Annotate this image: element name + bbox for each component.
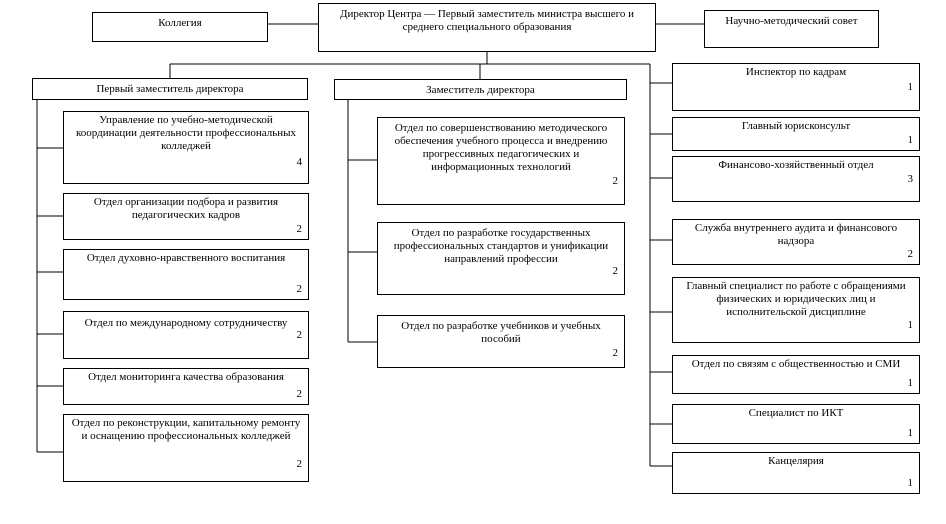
- staff-count: 2: [296, 458, 303, 470]
- unit-name: Канцелярия: [768, 455, 824, 467]
- unit-name: Отдел по международному сотрудничеству: [84, 317, 288, 329]
- unit-name: Финансово-хозяйственный отдел: [718, 159, 874, 171]
- council-label: Научно-методический совет: [725, 15, 858, 27]
- unit-box: Отдел по связям с общественностью и СМИ …: [672, 355, 920, 394]
- staff-count: 2: [612, 347, 619, 359]
- unit-name: Отдел по реконструкции, капитальному рем…: [71, 417, 301, 442]
- staff-count: 2: [612, 175, 619, 187]
- deputy-box: Заместитель директора: [334, 79, 627, 100]
- unit-box: Специалист по ИКТ 1: [672, 404, 920, 444]
- unit-box: Главный юрисконсульт 1: [672, 117, 920, 151]
- unit-name: Управление по учебно-методической коорди…: [76, 114, 296, 152]
- staff-count: 1: [907, 134, 914, 146]
- director-box: Директор Центра — Первый заместитель мин…: [318, 3, 656, 52]
- collegium-box: Коллегия: [92, 12, 268, 42]
- unit-box: Служба внутреннего аудита и финансового …: [672, 219, 920, 265]
- council-box: Научно-методический совет: [704, 10, 879, 48]
- unit-box: Отдел по международному сотрудничеству 2: [63, 311, 309, 359]
- staff-count: 3: [907, 173, 914, 185]
- unit-name: Отдел духовно-нравственного воспитания: [86, 252, 286, 264]
- unit-box: Главный специалист по работе с обращения…: [672, 277, 920, 343]
- staff-count: 2: [907, 248, 914, 260]
- unit-box: Отдел организации подбора и развития пед…: [63, 193, 309, 240]
- unit-box: Отдел по совершенствованию методического…: [377, 117, 625, 205]
- unit-name: Отдел по разработке учебников и учебных …: [401, 320, 601, 345]
- unit-box: Отдел духовно-нравственного воспитания 2: [63, 249, 309, 300]
- unit-box: Отдел по разработке учебников и учебных …: [377, 315, 625, 368]
- unit-box: Канцелярия 1: [672, 452, 920, 494]
- first-deputy-box: Первый заместитель директора: [32, 78, 308, 100]
- staff-count: 2: [296, 223, 303, 235]
- staff-count: 2: [612, 265, 619, 277]
- director-label: Директор Центра — Первый заместитель мин…: [339, 8, 635, 33]
- staff-count: 4: [296, 156, 303, 168]
- staff-count: 1: [907, 427, 914, 439]
- staff-count: 1: [907, 319, 914, 331]
- unit-box: Инспектор по кадрам 1: [672, 63, 920, 111]
- staff-count: 1: [907, 377, 914, 389]
- staff-count: 2: [296, 329, 303, 341]
- staff-count: 1: [907, 81, 914, 93]
- staff-count: 1: [907, 477, 914, 489]
- unit-name: Главный специалист по работе с обращения…: [686, 280, 906, 318]
- unit-name: Отдел по связям с общественностью и СМИ: [691, 358, 901, 370]
- unit-name: Отдел по совершенствованию методического…: [394, 122, 608, 173]
- first-deputy-title: Первый заместитель директора: [96, 83, 244, 95]
- unit-box: Управление по учебно-методической коорди…: [63, 111, 309, 184]
- collegium-label: Коллегия: [158, 17, 202, 29]
- unit-name: Отдел по разработке государственных проф…: [393, 227, 609, 265]
- unit-box: Отдел по реконструкции, капитальному рем…: [63, 414, 309, 482]
- staff-count: 2: [296, 388, 303, 400]
- unit-box: Финансово-хозяйственный отдел 3: [672, 156, 920, 202]
- unit-name: Отдел организации подбора и развития пед…: [93, 196, 279, 221]
- unit-box: Отдел мониторинга качества образования 2: [63, 368, 309, 405]
- unit-name: Служба внутреннего аудита и финансового …: [694, 222, 898, 247]
- unit-name: Инспектор по кадрам: [745, 66, 847, 78]
- unit-name: Отдел мониторинга качества образования: [88, 371, 284, 383]
- unit-name: Главный юрисконсульт: [741, 120, 851, 132]
- deputy-title: Заместитель директора: [426, 84, 535, 96]
- unit-name: Специалист по ИКТ: [748, 407, 844, 419]
- staff-count: 2: [296, 283, 303, 295]
- unit-box: Отдел по разработке государственных проф…: [377, 222, 625, 295]
